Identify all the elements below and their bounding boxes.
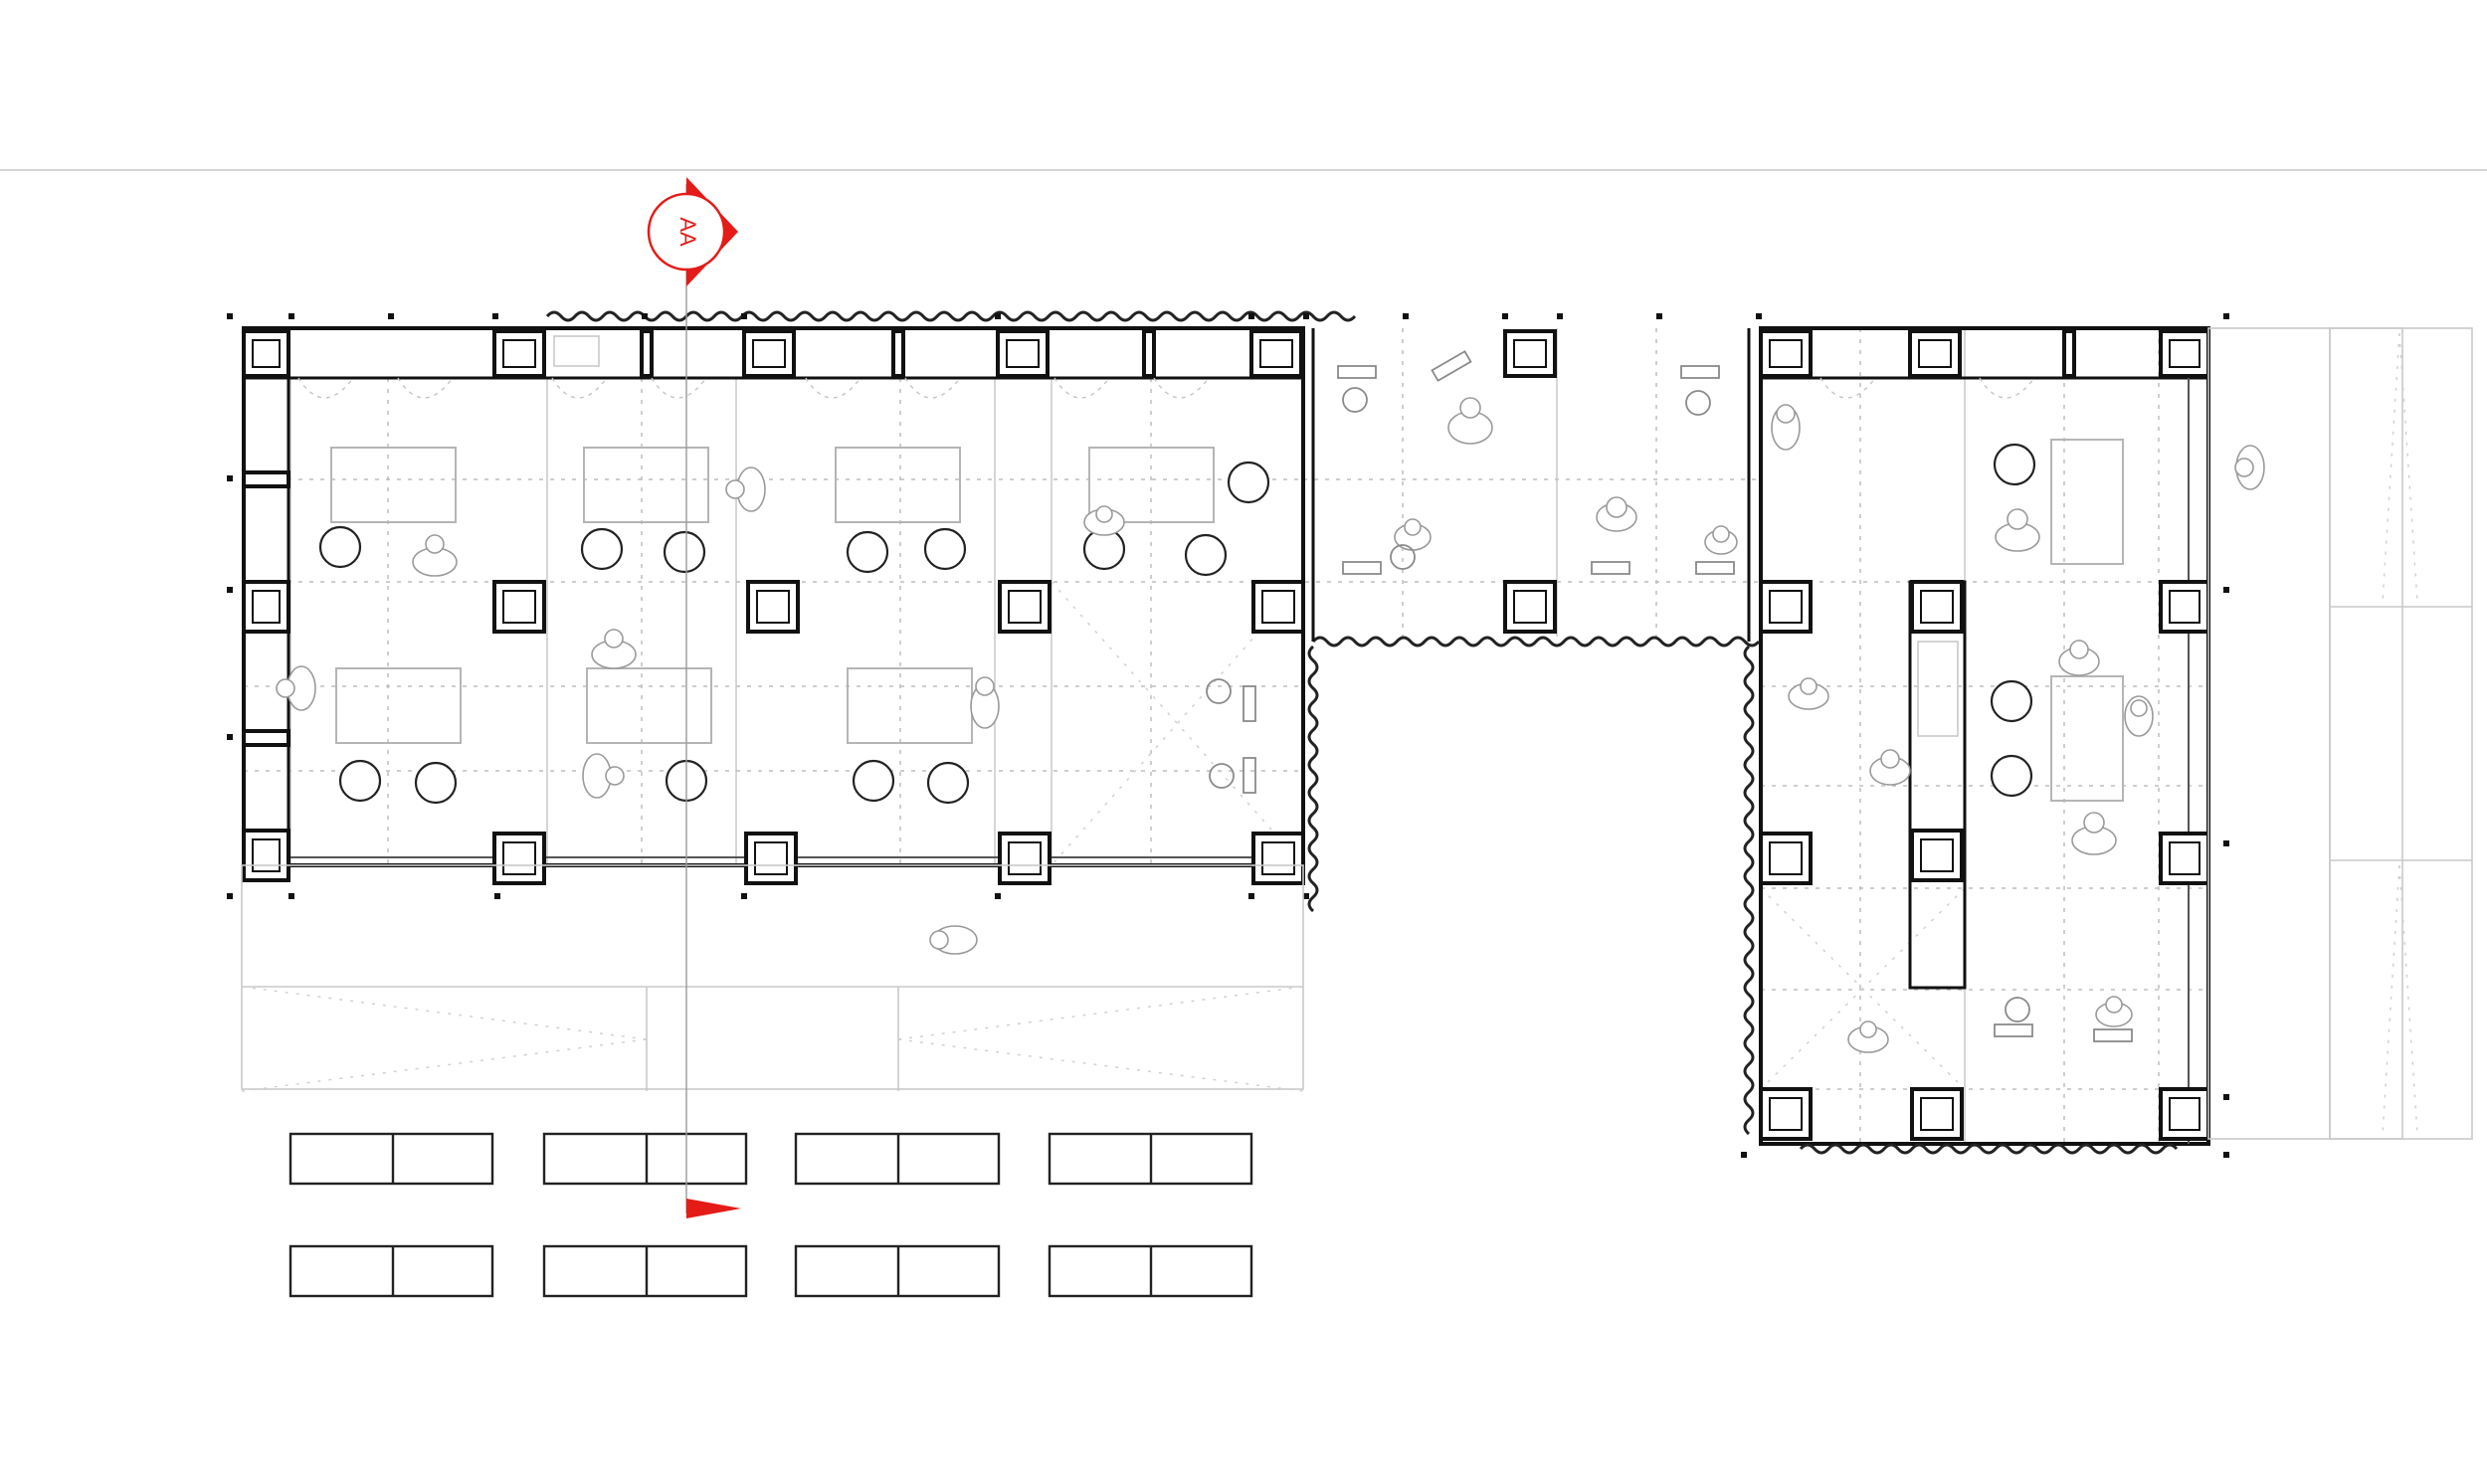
section-marker-label: AA (675, 217, 700, 247)
work-tables (330, 439, 2124, 802)
structural-columns (242, 329, 2210, 1141)
exterior-canopy (241, 327, 2473, 1140)
section-marker-circle (647, 192, 726, 272)
sink (1917, 641, 1959, 737)
corrugated-wall-left (1307, 645, 1319, 913)
corrugated-wall-right (1743, 645, 1755, 1136)
basin (553, 335, 600, 367)
structural-grid (244, 328, 2208, 1144)
easels (1206, 350, 2133, 1042)
stools (318, 443, 2036, 805)
exterior-benches (288, 1132, 1253, 1298)
building-walls (242, 326, 2210, 1146)
corrugated-wall-top (545, 310, 1357, 322)
section-marker: AA (647, 177, 741, 1218)
corrugated-wall-mid (1311, 636, 1761, 648)
section-marker-arrow-bottom (686, 1199, 741, 1218)
perimeter-pegs (227, 313, 2229, 1158)
corrugated-wall-bottom (1799, 1143, 2179, 1155)
occupant-figures (276, 397, 2265, 1053)
